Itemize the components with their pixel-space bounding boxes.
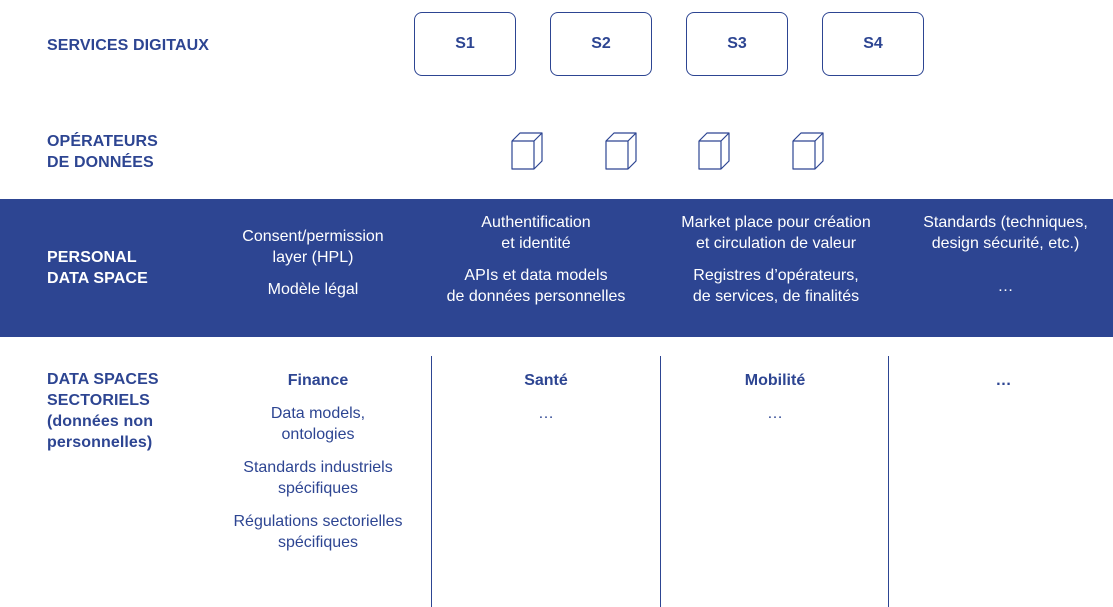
sector-column-other: … <box>894 370 1113 403</box>
pds-item: Modèle légal <box>267 281 359 298</box>
pds-column-standards: Standards (techniques, design sécurité, … <box>903 212 1108 297</box>
pds-label-line2: DATA SPACE <box>47 270 148 287</box>
sectoral-label-line1: DATA SPACES <box>47 371 159 388</box>
sector-item: … <box>538 405 554 422</box>
sector-header: Mobilité <box>744 372 806 389</box>
pds-item: Market place pour création et circulatio… <box>681 214 871 252</box>
pds-item: Registres d’opérateurs, de services, de … <box>692 267 860 305</box>
sector-header: Santé <box>524 372 568 389</box>
sector-column-sante: Santé … <box>437 370 655 436</box>
sector-column-mobilite: Mobilité … <box>666 370 884 436</box>
service-box-s1: S1 <box>414 12 516 76</box>
column-divider <box>431 356 433 607</box>
operators-label-line1: OPÉRATEURS <box>47 133 158 150</box>
service-box-s4: S4 <box>822 12 924 76</box>
personal-data-space-band: PERSONAL DATA SPACE Consent/permission l… <box>0 199 1113 337</box>
personal-data-space-label: PERSONAL DATA SPACE <box>47 247 148 289</box>
pds-item: APIs et data models de données personnel… <box>446 267 626 305</box>
operators-label-line2: DE DONNÉES <box>47 154 154 171</box>
column-divider <box>660 356 662 607</box>
data-operator-cube-icon <box>511 132 543 170</box>
sector-item: Data models, ontologies <box>270 405 366 443</box>
pds-column-consent: Consent/permission layer (HPL) Modèle lé… <box>213 226 413 300</box>
pds-item: Standards (techniques, design sécurité, … <box>923 214 1088 252</box>
pds-column-marketplace: Market place pour création et circulatio… <box>668 212 884 307</box>
column-divider <box>888 356 890 607</box>
operators-label: OPÉRATEURS DE DONNÉES <box>47 131 158 173</box>
sectoral-label-line2: SECTORIELS <box>47 392 150 409</box>
sector-header: Finance <box>287 372 349 389</box>
sector-column-finance: Finance Data models, ontologies Standard… <box>210 370 426 565</box>
sector-item: Régulations sectorielles spécifiques <box>233 513 403 551</box>
pds-item: Consent/permission layer (HPL) <box>242 228 384 266</box>
data-operator-cube-icon <box>792 132 824 170</box>
sectoral-label-line3: (données non <box>47 413 154 430</box>
services-label: SERVICES DIGITAUX <box>47 37 210 54</box>
sector-item: Standards industriels spécifiques <box>243 459 393 497</box>
pds-label-line1: PERSONAL <box>47 249 137 266</box>
pds-item: … <box>997 278 1014 295</box>
pds-column-authentification: Authentification et identité APIs et dat… <box>430 212 642 307</box>
sectoral-label-line4: personnelles) <box>47 434 153 451</box>
data-operator-cube-icon <box>698 132 730 170</box>
sector-header: … <box>995 372 1012 389</box>
service-box-s2: S2 <box>550 12 652 76</box>
sectoral-label: DATA SPACES SECTORIELS (données non pers… <box>47 369 159 453</box>
data-operator-cube-icon <box>605 132 637 170</box>
service-box-s3: S3 <box>686 12 788 76</box>
sector-item: … <box>767 405 783 422</box>
pds-item: Authentification et identité <box>481 214 591 252</box>
